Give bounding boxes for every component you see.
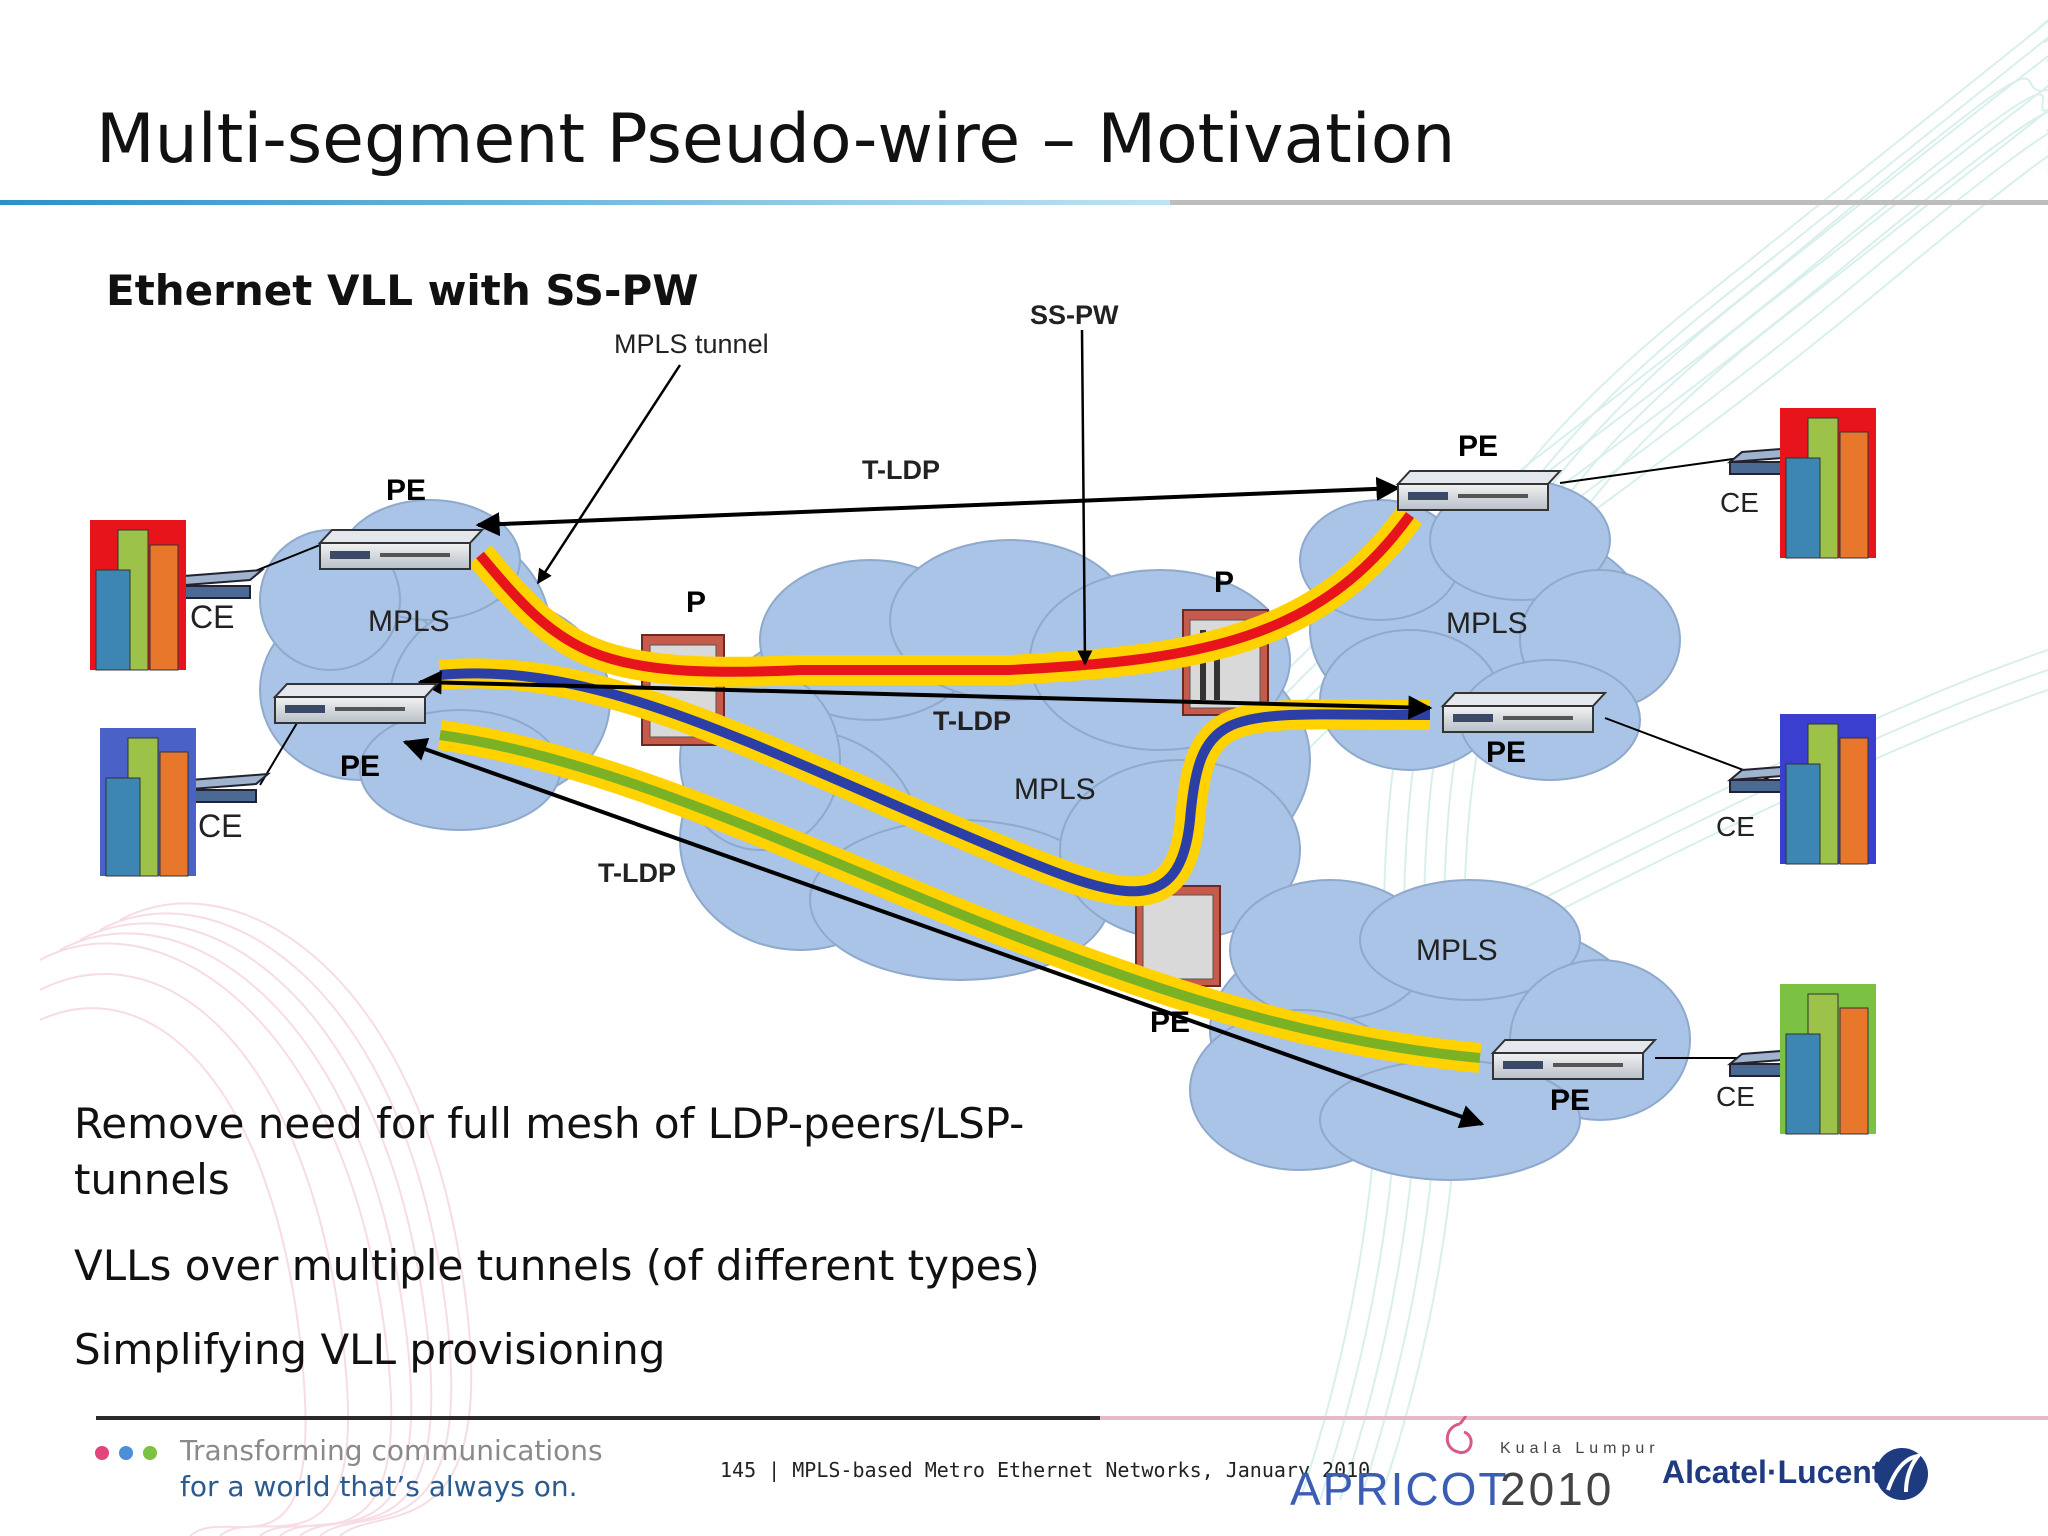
building-icon-right-top [1780,408,1876,559]
pe-label-center-bottom: PE [1150,1006,1190,1039]
building-icon-right-bottom [1780,984,1876,1135]
building-icon-right-middle [1780,714,1876,865]
ce-label-right-top: CE [1720,487,1759,518]
cloud-label-bottom: MPLS [1416,934,1498,967]
bullet-3: Simplifying VLL provisioning [74,1325,666,1374]
event-logo-name: APRICOT [1290,1463,1509,1515]
footer-tagline-line-2: for a world that’s always on. [180,1470,578,1503]
cloud-label-right: MPLS [1446,607,1528,640]
pe-label-right-top: PE [1458,430,1498,463]
pe-label-bottom-right: PE [1550,1084,1590,1117]
ss-pw-pointer [1077,329,1093,666]
pe-router-left-bottom [272,683,440,724]
ce-label-left-bottom: CE [198,808,242,844]
event-logo-year: 2010 [1500,1463,1615,1515]
bullet-1-line-1: Remove need for full mesh of LDP-peers/L… [74,1099,1025,1148]
bullet-1-line-2: tunnels [74,1155,230,1204]
pe-label-left-bottom: PE [340,750,380,783]
cloud-label-center: MPLS [1014,773,1096,806]
title-underline [0,200,2048,205]
pe-router-bottom-right [1490,1039,1658,1080]
footer-rule [96,1416,2048,1420]
ce-label-left-top: CE [190,599,234,635]
brand-logo-icon [1876,1448,1928,1500]
pe-label-left-top: PE [386,474,426,507]
network-diagram: MPLS tunnel SS-PW T-LDP T-LDP T-LDP MPLS… [90,300,1876,1181]
tunnel-red [468,506,1423,687]
footer-tagline-line-1: Transforming communications [180,1434,603,1467]
cloud-label-left: MPLS [368,605,450,638]
event-logo-mark [1445,1416,1473,1454]
event-city: Kuala Lumpur [1500,1440,1660,1457]
mpls-tunnel-pointer [536,364,682,585]
t-ldp-arrow-bottom [402,737,1485,1129]
ce-label-right-middle: CE [1716,811,1755,842]
t-ldp-arrow-middle [417,670,1433,720]
footer-dots [95,1446,157,1460]
pe-router-right-top [1395,470,1563,511]
building-icon-left-top [90,520,186,671]
mpls-tunnel-label: MPLS tunnel [614,329,769,359]
bullet-2: VLLs over multiple tunnels (of different… [74,1241,1040,1290]
t-ldp-label-middle: T-LDP [933,706,1011,736]
pe-label-right-middle: PE [1486,736,1526,769]
footer-page-info: 145 | MPLS-based Metro Ethernet Networks… [720,1458,1371,1482]
ce-label-right-bottom: CE [1716,1081,1755,1112]
ss-pw-label: SS-PW [1030,300,1119,330]
brand-logo-text: Alcatel·Lucent [1662,1454,1883,1490]
diagram-subtitle: Ethernet VLL with SS-PW [106,266,699,315]
p-label-right: P [1214,566,1234,599]
t-ldp-label-bottom: T-LDP [598,858,676,888]
slide-title: Multi-segment Pseudo-wire – Motivation [96,100,1456,179]
building-icon-left-bottom [100,728,196,877]
p-label-left: P [686,586,706,619]
t-ldp-label-top: T-LDP [862,455,940,485]
pe-router-right-middle [1440,692,1608,733]
pe-router-left-top [317,529,485,570]
t-ldp-arrow-top [475,476,1401,537]
